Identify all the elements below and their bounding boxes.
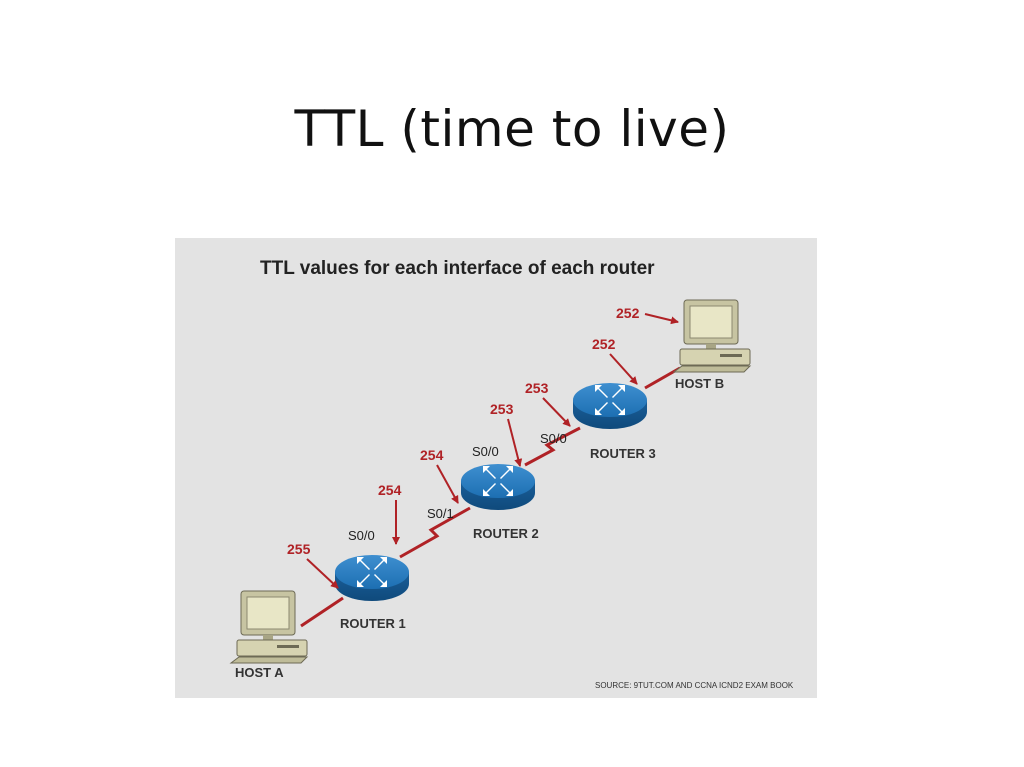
router3-port-s00: S0/0 — [540, 431, 567, 446]
host-a-icon — [230, 590, 308, 664]
router1-icon — [335, 555, 409, 601]
ttl-diagram: TTL values for each interface of each ro… — [175, 238, 817, 698]
figure-title: TTL values for each interface of each ro… — [260, 258, 655, 279]
router2-label: ROUTER 2 — [473, 526, 539, 541]
slide-title: TTL (time to live) — [294, 100, 730, 158]
ttl-router2-in: 254 — [420, 447, 459, 504]
router1-label: ROUTER 1 — [340, 616, 406, 631]
serial-link-router2-router3 — [524, 426, 581, 467]
svg-text:255: 255 — [287, 541, 311, 557]
router3-label: ROUTER 3 — [590, 446, 656, 461]
host-b-icon — [673, 299, 751, 373]
source-note: SOURCE: 9TUT.COM AND CCNA ICND2 EXAM BOO… — [595, 681, 794, 690]
svg-text:253: 253 — [490, 401, 514, 417]
ttl-host-b-in: 252 — [616, 305, 679, 325]
ttl-router3-out: 252 — [592, 336, 638, 385]
ttl-router1-out: 254 — [378, 482, 402, 545]
ttl-router2-out: 253 — [490, 401, 523, 467]
svg-text:252: 252 — [616, 305, 640, 321]
svg-text:254: 254 — [378, 482, 402, 498]
ttl-router3-in: 253 — [525, 380, 571, 427]
svg-text:253: 253 — [525, 380, 549, 396]
ttl-diagram-svg: TTL values for each interface of each ro… — [230, 258, 794, 690]
host-b-label: HOST B — [675, 376, 724, 391]
host-a-label: HOST A — [235, 665, 284, 680]
svg-text:252: 252 — [592, 336, 616, 352]
router2-port-s01: S0/1 — [427, 506, 454, 521]
serial-link-router1-router2 — [399, 506, 471, 559]
router1-port-s00: S0/0 — [348, 528, 375, 543]
router3-icon — [573, 383, 647, 429]
router2-icon — [461, 464, 535, 510]
link-hosta-router1 — [300, 596, 344, 628]
router2-port-s00: S0/0 — [472, 444, 499, 459]
ttl-router1-in: 255 — [287, 541, 339, 589]
svg-text:254: 254 — [420, 447, 444, 463]
